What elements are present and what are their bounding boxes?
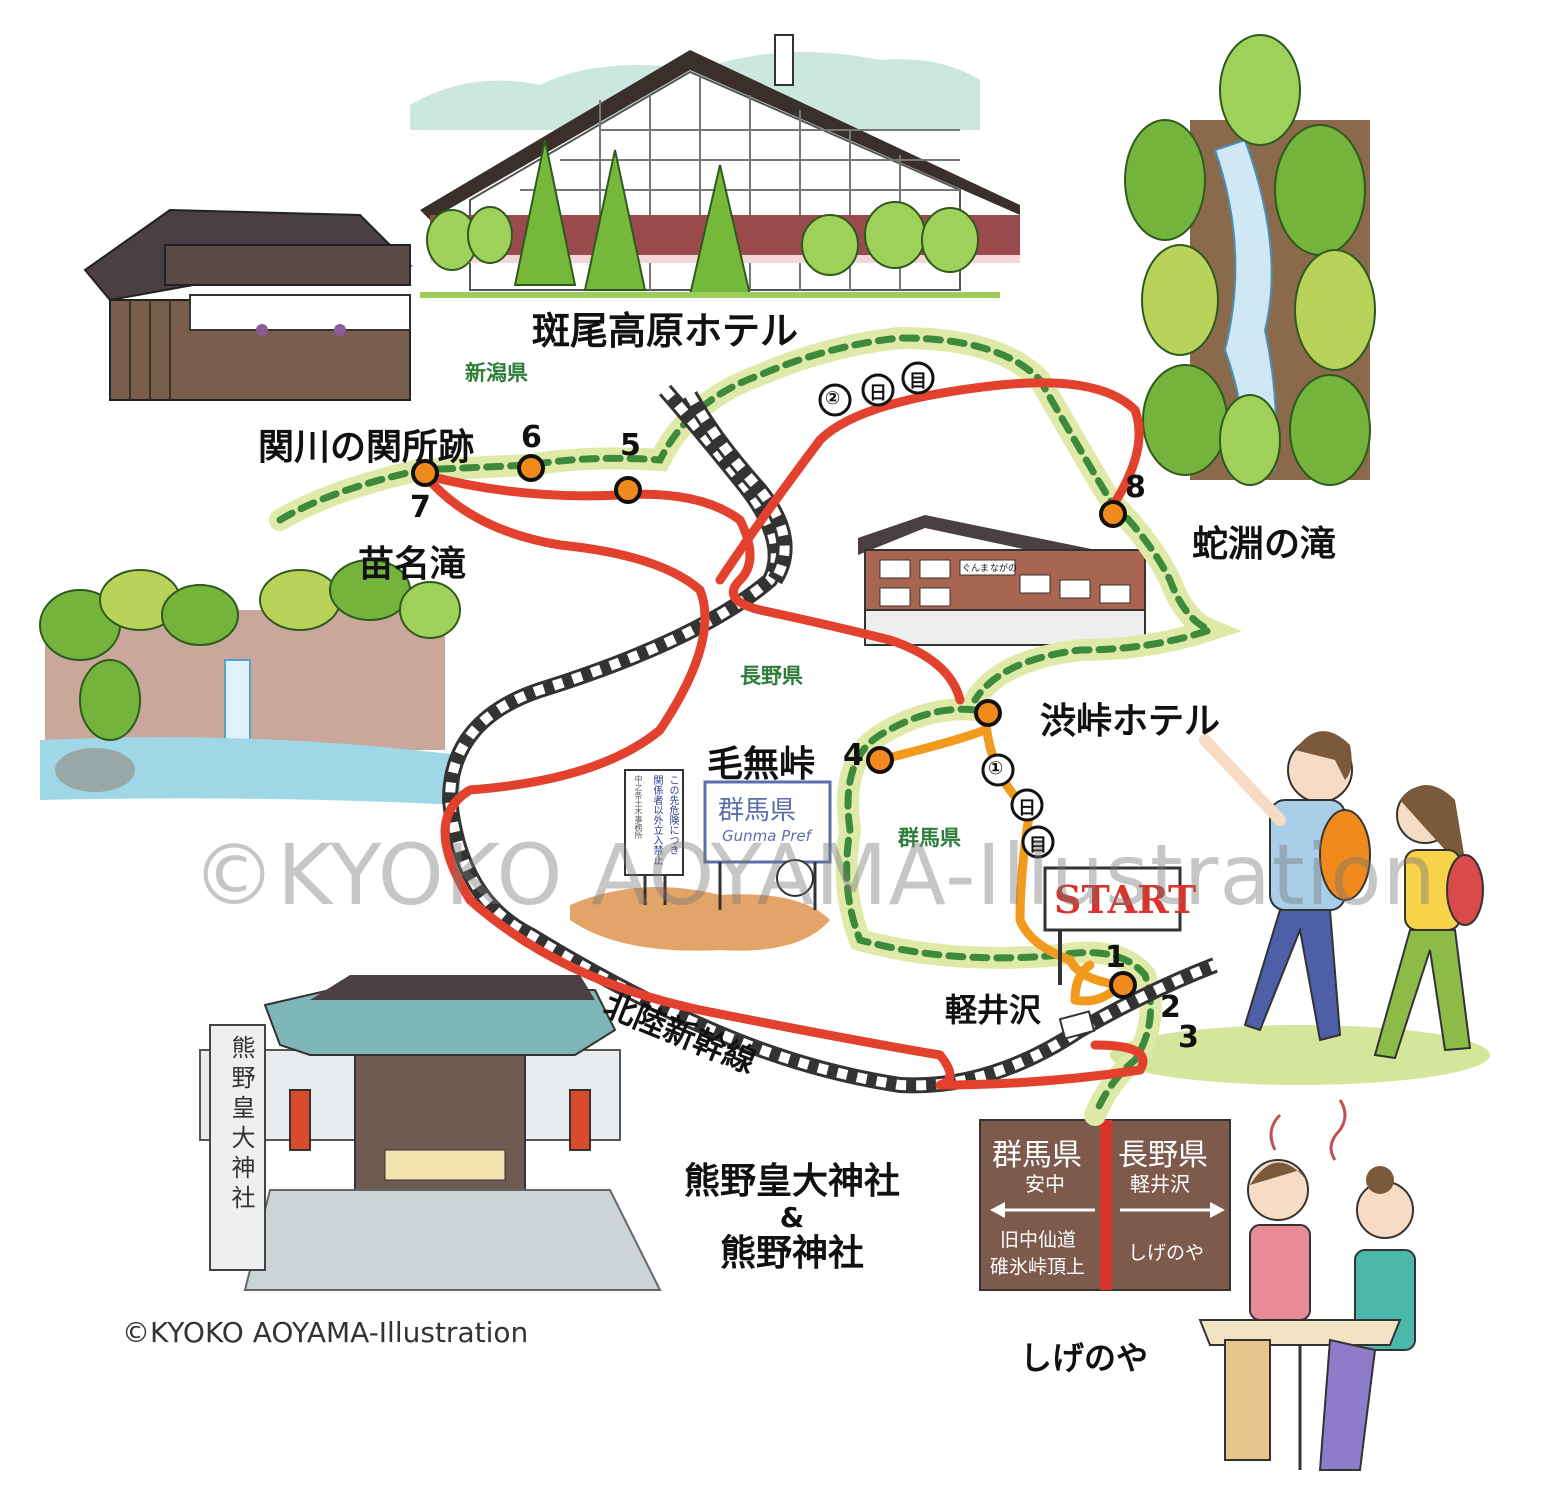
- day-marker-a-3: 目: [909, 371, 927, 392]
- day-marker-a-1: ②: [825, 388, 841, 409]
- kenashi-signs-illustration: [570, 769, 832, 951]
- warning-sign-col1: この先危険につき: [667, 775, 678, 855]
- label-shibu-hotel: 渋峠ホテル: [1040, 701, 1221, 742]
- day-marker-b-3: 目: [1029, 835, 1047, 856]
- stop-dot-5: [614, 476, 642, 504]
- watermark-big: ©KYOKO AOYAMA-Illustration: [192, 826, 1437, 924]
- driving-route-red: [420, 378, 1148, 1090]
- stop-dot-4: [866, 746, 894, 774]
- warning-sign-col2: 関係者以外立入禁止: [651, 775, 662, 865]
- label-jabuchi: 蛇淵の滝: [1192, 524, 1337, 565]
- gunma-sign-sub: Gunma Pref: [722, 827, 811, 845]
- hikers-illustration: [1110, 731, 1490, 1085]
- kumano-shrine-illustration: [199, 975, 662, 1291]
- stop-number-2: 2: [1160, 990, 1181, 1025]
- jabuchi-waterfall-illustration: [1124, 34, 1376, 486]
- warning-sign-col3: 中之条土木事務所: [634, 775, 643, 839]
- boundary-right-line1: しげのや: [1128, 1242, 1205, 1264]
- label-sekisho: 関川の関所跡: [258, 427, 475, 468]
- label-naenataki: 苗名滝: [358, 544, 467, 585]
- day-marker-a-2: 日: [869, 383, 887, 404]
- start-sign: [1043, 866, 1182, 1040]
- hotel-sign-b: ながの: [990, 564, 1018, 574]
- boundary-left-line2: 碓氷峠頂上: [990, 1256, 1086, 1278]
- day-markers: [818, 361, 1055, 859]
- cafe-illustration: [1198, 1099, 1416, 1471]
- stop-number-6: 6: [521, 420, 542, 455]
- label-shrine-line2: 熊野神社: [719, 1233, 864, 1274]
- shrine-pillar-text: 熊野皇大神社: [227, 1035, 255, 1215]
- pref-niigata: 新潟県: [465, 361, 528, 385]
- stop-number-8: 8: [1125, 470, 1146, 505]
- label-karuizawa: 軽井沢: [945, 991, 1042, 1029]
- label-shigenoya: しげのや: [1020, 1339, 1149, 1377]
- label-shrine-amp: &: [779, 1201, 805, 1234]
- sekisho-building-illustration: [83, 208, 414, 401]
- day-marker-b-1: ①: [988, 758, 1004, 779]
- stop-dots: [411, 454, 1137, 999]
- label-shrine: 熊野皇大神社 & 熊野神社: [662, 1160, 922, 1276]
- stop-dot-shibu: [974, 699, 1002, 727]
- hotel-sign-a: ぐんま: [962, 564, 990, 574]
- stop-number-4: 4: [843, 738, 864, 773]
- boundary-left-line1: 旧中仙道: [1000, 1229, 1077, 1251]
- madarao-hotel-illustration: [410, 34, 1020, 298]
- stop-number-7: 7: [410, 490, 431, 525]
- stop-dot-7: [411, 459, 439, 487]
- stop-number-1: 1: [1105, 940, 1126, 975]
- prefecture-boundary-sign: [979, 1119, 1231, 1291]
- day-marker-b-2: 日: [1018, 798, 1036, 819]
- boundary-left-city: 安中: [1025, 1172, 1065, 1196]
- stop-dot-6: [517, 454, 545, 482]
- stop-dot-1: [1109, 971, 1137, 999]
- boundary-left-pref: 群馬県: [992, 1138, 1082, 1173]
- shibutoge-hotel-illustration: [858, 515, 1146, 646]
- boundary-right-pref: 長野県: [1118, 1138, 1208, 1173]
- label-shrine-line1: 熊野皇大神社: [683, 1161, 900, 1202]
- stop-dot-8: [1099, 500, 1127, 528]
- label-kenashi: 毛無峠: [707, 744, 816, 785]
- start-label: START: [1054, 877, 1197, 922]
- stop-number-5: 5: [620, 428, 641, 463]
- stop-number-3: 3: [1178, 1020, 1199, 1055]
- hotel-title: 斑尾高原ホテル: [532, 309, 799, 353]
- pref-nagano: 長野県: [740, 664, 803, 688]
- pref-gunma: 群馬県: [898, 826, 961, 850]
- gunma-sign-title: 群馬県: [718, 796, 797, 826]
- watermark-small: ©KYOKO AOYAMA-Illustration: [122, 1316, 529, 1349]
- boundary-right-city: 軽井沢: [1130, 1172, 1190, 1196]
- naena-waterfall-illustration: [39, 559, 461, 805]
